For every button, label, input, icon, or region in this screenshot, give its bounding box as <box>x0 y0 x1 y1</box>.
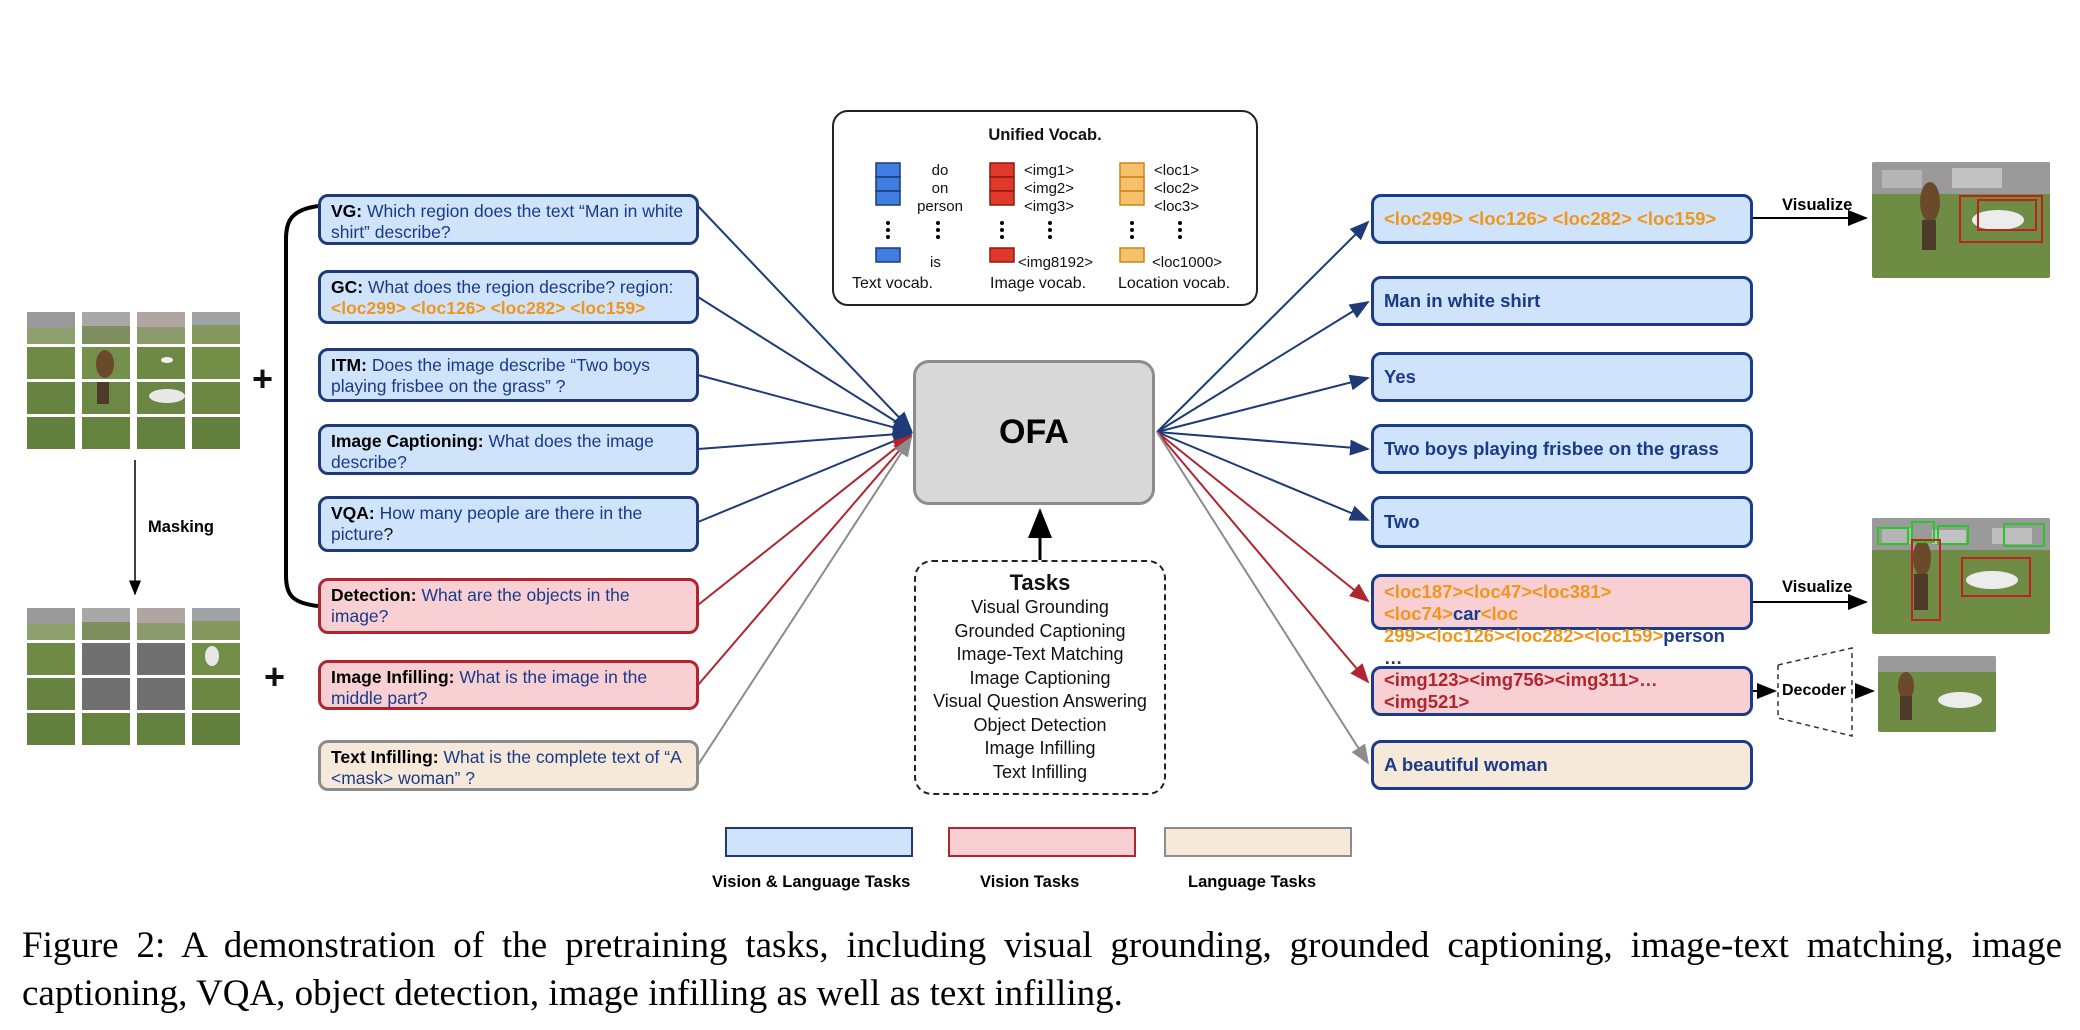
legend-label-vision: Vision Tasks <box>980 873 1080 891</box>
masking-label: Masking <box>148 518 215 536</box>
input-detection-text: What are the objects in the image? <box>331 585 630 626</box>
figure-caption: Figure 2: A demonstration of the pretrai… <box>22 925 2062 1014</box>
input-vg-tag: VG: <box>331 201 363 221</box>
input-text-infilling: Text Infilling: What is the complete tex… <box>318 740 699 791</box>
arrow-vg-out <box>1156 220 1370 433</box>
decoded-image <box>1878 656 1996 732</box>
text-vocab-label: Text vocab. <box>852 275 933 292</box>
image-vocab-label: Image vocab. <box>990 275 1087 292</box>
image-vocab-last: <img8192> <box>1018 254 1094 271</box>
plus-sign-1: + <box>252 358 274 399</box>
input-caption-text: What does the image describe? <box>331 431 654 472</box>
visualized-grounding-image <box>1872 162 2050 278</box>
task-item: Object Detection <box>973 714 1107 735</box>
vocab-title: Unified Vocab. <box>988 126 1102 144</box>
decoder-label: Decoder <box>1782 682 1847 699</box>
original-image-grid <box>27 312 240 449</box>
tasks-title: Tasks <box>1009 570 1071 595</box>
input-itm-text: Does the image describe “Two boys playin… <box>331 355 651 396</box>
input-infilling-text: What is the image in the middle part? <box>331 667 648 708</box>
task-item: Image Infilling <box>984 738 1096 758</box>
task-item: Visual Question Answering <box>933 691 1147 711</box>
legend-swatch-vision <box>948 827 1136 857</box>
input-image-infilling: Image Infilling: What is the image in th… <box>318 660 699 710</box>
visualized-detection-image <box>1872 518 2050 634</box>
arrow-vg-in <box>697 205 913 432</box>
image-vocab-items: <img1><img2><img3> <box>1024 162 1075 215</box>
input-text-infilling-tag: Text Infilling: <box>331 747 439 767</box>
input-vqa-tag: VQA: <box>331 503 375 523</box>
output-detection: <loc187><loc47><loc381><loc74>car<loc 29… <box>1371 574 1753 668</box>
arrow-text-in <box>697 436 913 766</box>
input-vg: VG: Which region does the text “Man in w… <box>318 194 699 245</box>
input-vqa-qmark: ? <box>383 524 394 544</box>
arrow-itm-in <box>697 374 913 436</box>
task-item: Image Captioning <box>969 667 1111 688</box>
output-itm: Yes <box>1371 352 1753 402</box>
arrow-det-in <box>697 434 913 606</box>
vocab-icons <box>875 162 1182 263</box>
input-detection-tag: Detection: <box>331 585 417 605</box>
arrow-cap-in <box>697 426 913 450</box>
input-detection: Detection: What are the objects in the i… <box>318 578 699 634</box>
input-vg-text: Which region does the text “Man in white… <box>331 201 684 242</box>
loc-vocab-last: <loc1000> <box>1152 254 1223 271</box>
input-gc: GC: What does the region describe? regio… <box>318 270 699 324</box>
loc-vocab-label: Location vocab. <box>1118 275 1231 292</box>
task-item: Grounded Captioning <box>954 620 1126 641</box>
arrow-text-out <box>1156 431 1370 765</box>
output-vqa: Two <box>1371 496 1753 548</box>
input-caption: Image Captioning: What does the image de… <box>318 424 699 475</box>
arrow-vqa-out <box>1156 431 1370 521</box>
legend-swatch-language <box>1164 827 1352 857</box>
legend-label-language: Language Tasks <box>1188 873 1317 891</box>
arrow-det-out <box>1156 431 1370 603</box>
input-gc-tag: GC: <box>331 277 364 297</box>
arrow-infill-in <box>697 435 913 686</box>
output-gc: Man in white shirt <box>1371 276 1753 326</box>
visualize-label-2: Visualize <box>1782 578 1853 596</box>
decoder-shape <box>1777 647 1853 737</box>
input-gc-loc-tokens: <loc299> <loc126> <loc282> <loc159> <box>331 298 646 318</box>
visualize-label-1: Visualize <box>1782 196 1853 214</box>
task-item: Image-Text Matching <box>956 644 1124 664</box>
arrow-infill-out <box>1156 431 1370 684</box>
task-item: Text Infilling <box>992 761 1088 782</box>
loc-vocab-items: <loc1><loc2><loc3> <box>1154 162 1200 215</box>
arrow-itm-out <box>1156 374 1370 433</box>
input-caption-tag: Image Captioning: <box>331 431 484 451</box>
input-bracket <box>284 204 319 608</box>
input-infilling-tag: Image Infilling: <box>331 667 455 687</box>
legend-swatch-vision-language <box>725 827 913 857</box>
legend-label-vision-language: Vision & Language Tasks <box>712 873 911 891</box>
text-vocab-last: is <box>930 254 941 271</box>
task-item: Visual Grounding <box>971 597 1109 617</box>
output-vg-text: <loc299> <loc126> <loc282> <loc159> <box>1384 208 1717 229</box>
arrow-gc-in <box>697 296 913 433</box>
arrow-gc-out <box>1156 300 1370 433</box>
ofa-model-box: OFA <box>913 360 1155 505</box>
arrow-cap-out <box>1156 431 1370 456</box>
plus-sign-2: + <box>264 656 286 697</box>
input-vqa: VQA: How many people are there in the pi… <box>318 496 699 552</box>
masked-image-grid <box>27 608 240 745</box>
output-text-infilling: A beautiful woman <box>1371 740 1753 790</box>
input-itm: ITM: Does the image describe “Two boys p… <box>318 348 699 402</box>
output-image-infilling: <img123><img756><img311>…<img521> <box>1371 666 1753 716</box>
input-itm-tag: ITM: <box>331 355 367 375</box>
arrow-vqa-in <box>697 433 913 523</box>
input-text-infilling-text: What is the complete text of “A <mask> w… <box>331 747 681 788</box>
input-gc-text: What does the region describe? region: <box>367 277 674 297</box>
output-vg: <loc299> <loc126> <loc282> <loc159> <box>1371 194 1753 244</box>
input-vqa-text: How many people are there in the picture <box>331 503 643 544</box>
output-caption: Two boys playing frisbee on the grass <box>1371 424 1753 474</box>
tasks-box: Tasks Visual Grounding Grounded Captioni… <box>914 560 1166 795</box>
